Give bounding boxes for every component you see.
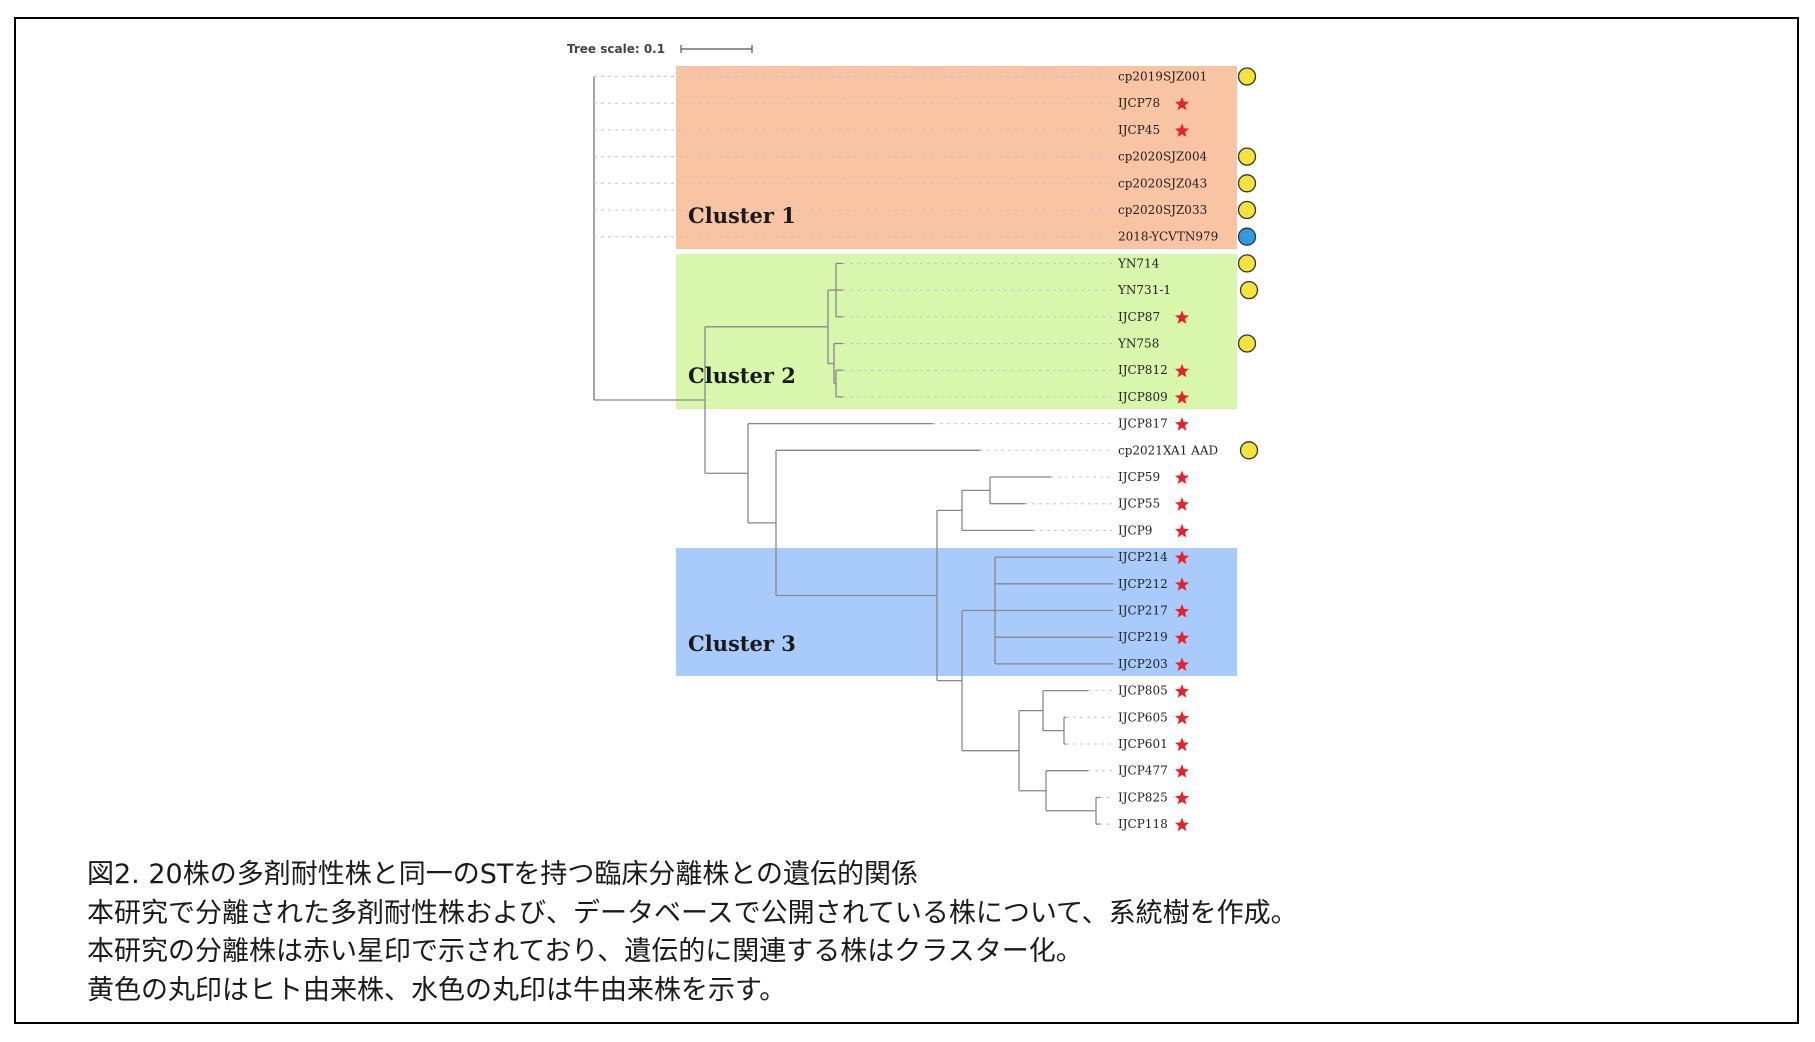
leaf-label: 2018-YCVTN979 — [1118, 230, 1218, 244]
red-star-icon — [1174, 123, 1190, 137]
caption-title: 図2. 20株の多剤耐性株と同一のSTを持つ臨床分離株との遺伝的関係 — [87, 859, 919, 890]
figure-caption: 図2. 20株の多剤耐性株と同一のSTを持つ臨床分離株との遺伝的関係 本研究で分… — [87, 856, 1737, 1010]
leaf-label: IJCP477 — [1118, 764, 1168, 778]
leaf-label: IJCP212 — [1118, 577, 1168, 591]
red-star-icon — [1174, 417, 1190, 431]
leaf-label: IJCP59 — [1118, 470, 1160, 484]
leaf-label: IJCP45 — [1118, 123, 1160, 137]
cluster-box — [676, 548, 1237, 676]
yellow-circle-icon — [1237, 174, 1257, 193]
red-star-icon — [1174, 817, 1190, 832]
tree-scale-label: Tree scale: 0.1 — [567, 42, 665, 56]
red-star-icon — [1174, 737, 1190, 752]
leaf-label: cp2020SJZ043 — [1118, 176, 1207, 190]
yellow-circle-icon — [1239, 441, 1259, 460]
figure-frame — [14, 17, 1799, 1024]
red-star-icon — [1174, 764, 1190, 778]
red-star-icon — [1174, 310, 1190, 324]
caption-line-4: 黄色の丸印はヒト由来株、水色の丸印は牛由来株を示す。 — [87, 974, 787, 1006]
yellow-circle-icon — [1237, 147, 1257, 166]
leaf-label: cp2019SJZ001 — [1118, 70, 1207, 84]
red-star-icon — [1174, 710, 1190, 725]
yellow-circle-icon — [1237, 334, 1257, 353]
caption-line-3: 本研究の分離株は赤い星印で示されており、遺伝的に関連する株はクラスター化。 — [87, 936, 1083, 967]
leaf-label: IJCP605 — [1118, 710, 1168, 724]
leaf-label: IJCP219 — [1118, 630, 1168, 644]
cluster-box — [676, 254, 1237, 409]
yellow-circle-icon — [1237, 67, 1257, 86]
cluster-label: Cluster 2 — [688, 363, 796, 388]
red-star-icon — [1174, 630, 1190, 645]
leaf-label: IJCP203 — [1118, 657, 1168, 671]
blue-circle-icon — [1237, 227, 1257, 246]
leaf-label: IJCP55 — [1118, 497, 1160, 511]
leaf-label: IJCP118 — [1118, 817, 1168, 831]
leaf-label: IJCP601 — [1118, 737, 1168, 751]
red-star-icon — [1174, 790, 1190, 805]
red-star-icon — [1174, 497, 1190, 511]
red-star-icon — [1174, 523, 1190, 538]
yellow-circle-icon — [1237, 200, 1257, 220]
leaf-label: IJCP78 — [1118, 96, 1160, 110]
leaf-label: cp2020SJZ033 — [1118, 203, 1207, 217]
leaf-label: IJCP805 — [1118, 684, 1168, 698]
cluster-label: Cluster 1 — [688, 203, 796, 228]
leaf-label: IJCP817 — [1118, 417, 1168, 431]
cluster-box — [676, 66, 1237, 249]
red-star-icon — [1174, 577, 1190, 591]
red-star-icon — [1174, 657, 1190, 671]
leaf-label: YN731-1 — [1117, 283, 1171, 297]
leaf-label: IJCP812 — [1118, 363, 1168, 377]
red-star-icon — [1174, 550, 1190, 565]
red-star-icon — [1174, 604, 1190, 618]
red-star-icon — [1174, 96, 1190, 111]
red-star-icon — [1174, 470, 1190, 485]
red-star-icon — [1174, 363, 1190, 378]
leaf-label: IJCP825 — [1118, 790, 1168, 804]
yellow-circle-icon — [1239, 280, 1259, 300]
yellow-circle-icon — [1237, 254, 1257, 273]
leaf-label: IJCP87 — [1118, 310, 1160, 324]
leaf-label: cp2021XA1 AAD — [1118, 443, 1218, 457]
leaf-label: YN758 — [1117, 337, 1159, 351]
red-star-icon — [1174, 684, 1190, 698]
leaf-label: IJCP217 — [1118, 604, 1168, 618]
leaf-label: IJCP809 — [1118, 390, 1168, 404]
leaf-label: IJCP214 — [1118, 550, 1168, 564]
leaf-label: cp2020SJZ004 — [1118, 150, 1208, 164]
leaf-label: YN714 — [1117, 256, 1160, 270]
caption-line-2: 本研究で分離された多剤耐性株および、データベースで公開されている株について、系統… — [87, 897, 1298, 929]
leaf-label: IJCP9 — [1118, 523, 1152, 537]
red-star-icon — [1174, 390, 1190, 404]
cluster-label: Cluster 3 — [688, 631, 796, 656]
